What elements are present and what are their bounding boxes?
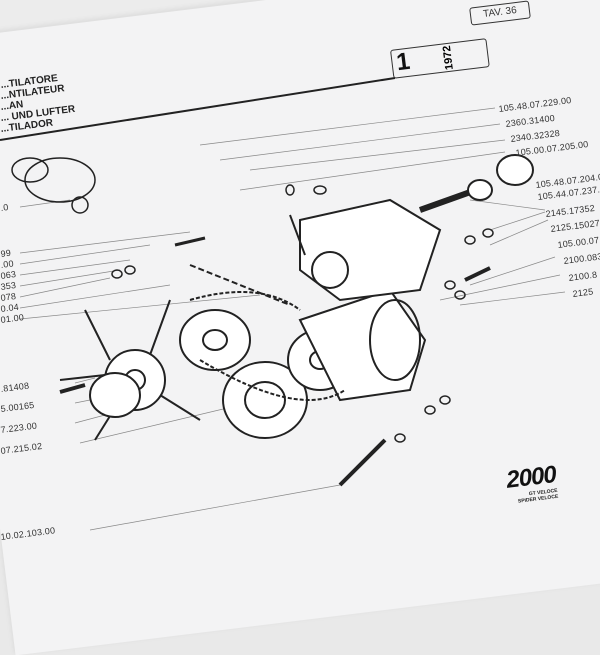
part-number: .0 (0, 202, 10, 213)
water-pump-small (11, 157, 96, 214)
part-number: 99 (0, 247, 12, 259)
model-logo: 2000 GT VELOCE SPIDER VELOCE (505, 461, 559, 506)
parts-diagram (0, 77, 566, 531)
part-number: .00 (0, 258, 15, 270)
edition-year: 1972 (440, 44, 456, 71)
header-rule (0, 77, 396, 141)
edition-number: 1 (394, 47, 412, 77)
water-pump (299, 154, 534, 302)
fan (59, 299, 201, 441)
bolts-washers (59, 184, 494, 487)
leader-lines (19, 107, 566, 531)
